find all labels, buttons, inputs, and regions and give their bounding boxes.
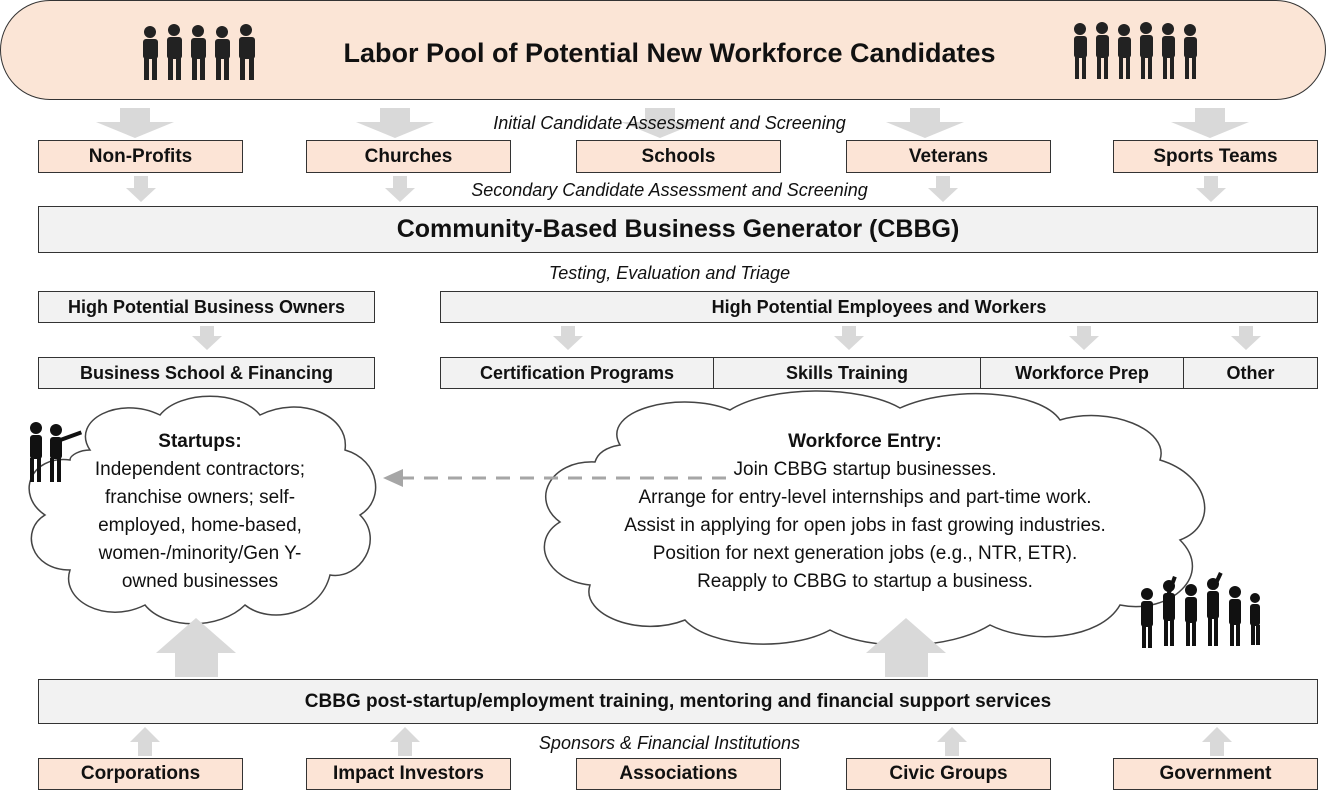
- employees-box: High Potential Employees and Workers: [440, 291, 1318, 323]
- people-group-left-icon: [143, 24, 255, 80]
- arrow-down: [553, 326, 583, 350]
- banner-to-sources-arrows: [96, 108, 1249, 138]
- sources-to-cbbg-arrows: [126, 176, 1226, 202]
- celebrating-crowd-icon: [1141, 572, 1260, 648]
- cbbg-box: Community-Based Business Generator (CBBG…: [38, 206, 1318, 253]
- initial-screening-caption: Initial Candidate Assessment and Screeni…: [493, 113, 846, 133]
- secondary-screening-caption: Secondary Candidate Assessment and Scree…: [471, 180, 868, 200]
- workforce-prep-box: Workforce Prep: [980, 357, 1184, 389]
- business-owners-box: High Potential Business Owners: [38, 291, 375, 323]
- workforce-line: Position for next generation jobs (e.g.,…: [652, 543, 1078, 564]
- arrow-down: [1196, 176, 1226, 202]
- workforce-line: Assist in applying for open jobs in fast…: [624, 515, 1106, 536]
- sponsors-caption: Sponsors & Financial Institutions: [538, 733, 801, 753]
- banner-title: Labor Pool of Potential New Workforce Ca…: [343, 38, 996, 68]
- arrow-up: [390, 727, 420, 756]
- arrow-down: [192, 326, 222, 350]
- arrow-down: [1171, 108, 1249, 138]
- dashed-arrow-head: [383, 469, 403, 487]
- people-group-right-icon: [1074, 22, 1197, 79]
- sponsor-civic-groups: Civic Groups: [846, 758, 1051, 790]
- source-schools: Schools: [576, 140, 781, 173]
- arrow-up: [1202, 727, 1232, 756]
- startups-text: Startups: Independent contractors; franc…: [30, 428, 370, 596]
- certification-programs-box: Certification Programs: [440, 357, 714, 389]
- arrow-down: [385, 176, 415, 202]
- arrow-down: [96, 108, 174, 138]
- source-churches: Churches: [306, 140, 511, 173]
- sponsor-associations: Associations: [576, 758, 781, 790]
- labor-pool-banner: Labor Pool of Potential New Workforce Ca…: [0, 0, 1326, 100]
- business-school-box: Business School & Financing: [38, 357, 375, 389]
- support-services-box: CBBG post-startup/employment training, m…: [38, 679, 1318, 724]
- arrow-down: [1069, 326, 1099, 350]
- workforce-cloud-shape: [543, 390, 1206, 646]
- startups-line: Independent contractors;: [94, 459, 306, 480]
- arrow-down: [356, 108, 434, 138]
- workforce-text: Workforce Entry: Join CBBG startup busin…: [560, 428, 1170, 596]
- startups-line: owned businesses: [121, 571, 279, 592]
- arrow-up: [130, 727, 160, 756]
- startups-line: franchise owners; self-: [104, 487, 296, 508]
- other-box: Other: [1183, 357, 1318, 389]
- testing-caption: Testing, Evaluation and Triage: [548, 263, 791, 283]
- workforce-line: Reapply to CBBG to startup a business.: [697, 571, 1033, 592]
- startups-line: women-/minority/Gen Y-: [98, 543, 302, 564]
- arrow-up: [156, 618, 236, 677]
- workforce-title: Workforce Entry:: [788, 431, 942, 452]
- arrow-down: [621, 108, 699, 138]
- arrow-down: [886, 108, 964, 138]
- source-veterans: Veterans: [846, 140, 1051, 173]
- clouds-layer: [28, 390, 1206, 677]
- source-sports-teams: Sports Teams: [1113, 140, 1318, 173]
- arrow-down: [834, 326, 864, 350]
- workforce-line: Arrange for entry-level internships and …: [638, 487, 1092, 508]
- skills-training-box: Skills Training: [713, 357, 981, 389]
- workforce-line: Join CBBG startup businesses.: [733, 459, 997, 480]
- sponsor-corporations: Corporations: [38, 758, 243, 790]
- arrow-down: [928, 176, 958, 202]
- source-non-profits: Non-Profits: [38, 140, 243, 173]
- sponsor-government: Government: [1113, 758, 1318, 790]
- sponsor-impact-investors: Impact Investors: [306, 758, 511, 790]
- arrow-up: [937, 727, 967, 756]
- arrow-down: [126, 176, 156, 202]
- arrow-up: [866, 618, 946, 677]
- arrow-down: [1231, 326, 1261, 350]
- triage-arrows: [192, 326, 1261, 350]
- people-pointing-icon: [30, 422, 83, 482]
- startups-line: employed, home-based,: [98, 515, 302, 536]
- startups-title: Startups:: [158, 431, 242, 452]
- startups-cloud-shape: [28, 395, 377, 625]
